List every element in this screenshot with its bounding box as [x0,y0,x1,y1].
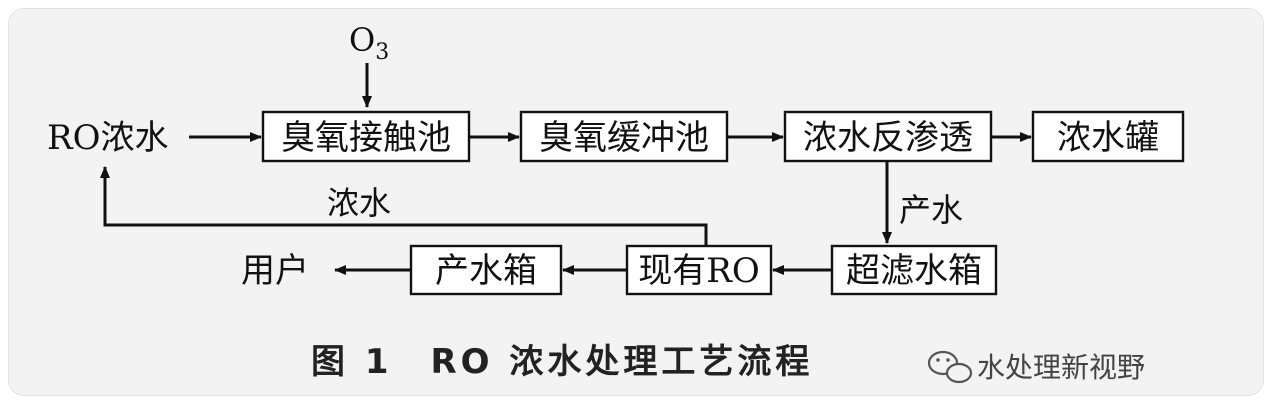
node-user: 用户 [241,251,309,291]
box-product-water-tank [409,244,563,296]
figure-caption: 图 1 RO 浓水处理工艺流程 [311,342,813,382]
box-concentrate-ro [783,110,993,163]
node-ozone-contact-tank: 臭氧接触池 [281,118,451,158]
node-concentrate-tank: 浓水罐 [1057,118,1159,158]
node-existing-ro: 现有RO [638,251,759,291]
concentrate-return-label: 浓水 [327,184,391,222]
watermark-text: 水处理新视野 [977,351,1145,384]
node-ro-concentrate-input: RO浓水 [47,118,168,158]
box-concentrate-tank [1031,110,1185,163]
process-flow-diagram: O3 RO浓水 臭氧接触池 臭氧缓冲池 浓水反渗透 浓水罐 产水 超滤水箱 现有… [47,21,1185,384]
page: O3 RO浓水 臭氧接触池 臭氧缓冲池 浓水反渗透 浓水罐 产水 超滤水箱 现有… [8,8,1264,396]
node-concentrate-ro: 浓水反渗透 [803,118,973,158]
wechat-logo-icon [927,350,973,384]
arrow-existing-ro-concentrate-return [100,166,708,246]
node-ozone-buffer-tank: 臭氧缓冲池 [539,118,709,158]
node-uf-water-tank: 超滤水箱 [846,251,982,291]
node-product-water-tank: 产水箱 [435,251,537,291]
box-ozone-buffer-tank [519,110,729,163]
product-water-label: 产水 [899,191,963,229]
ozone-label: O3 [349,21,389,65]
box-existing-ro [625,244,773,296]
box-uf-water-tank [830,244,998,296]
